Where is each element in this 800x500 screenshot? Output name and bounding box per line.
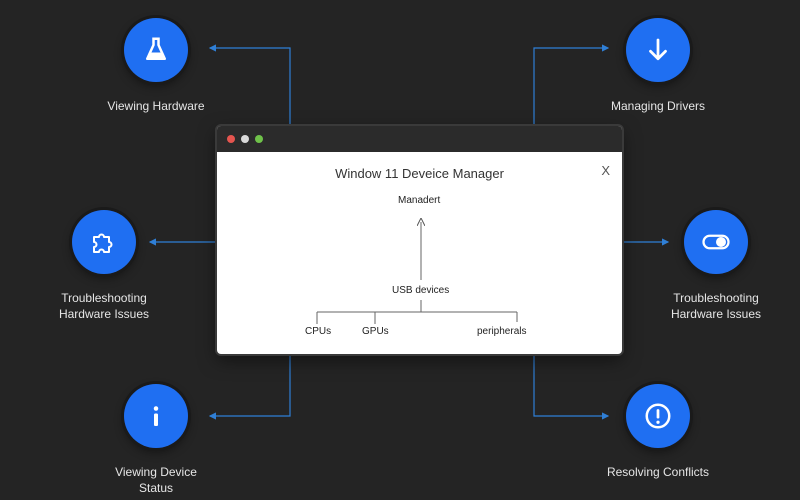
- info-icon: [153, 406, 159, 426]
- node-circle: [626, 384, 690, 448]
- node-circle: [684, 210, 748, 274]
- close-icon[interactable]: X: [601, 163, 610, 178]
- tree-lines: [316, 126, 518, 324]
- node-circle: [124, 18, 188, 82]
- maximize-dot[interactable]: [255, 135, 263, 143]
- window-title: Window 11 Deveice Manager: [335, 166, 504, 181]
- tree-middle-label: USB devices: [392, 285, 450, 296]
- download-arrow-icon: [649, 38, 667, 61]
- puzzle-icon: [93, 233, 113, 253]
- node-troubleshooting-right[interactable]: Troubleshooting Hardware Issues: [636, 210, 796, 322]
- tree-leaf-gpus: GPUs: [362, 326, 389, 337]
- tree-root-label: Manadert: [398, 195, 441, 206]
- connector-viewing-hardware: [208, 44, 291, 126]
- connector-viewing-status: [208, 354, 291, 420]
- minimize-dot[interactable]: [241, 135, 249, 143]
- node-label: Resolving Conflicts: [606, 465, 710, 479]
- node-circle: [72, 210, 136, 274]
- node-viewing-device-status[interactable]: Viewing Device Status: [76, 384, 236, 496]
- node-circle: [124, 384, 188, 448]
- node-managing-drivers[interactable]: Managing Drivers: [578, 18, 738, 114]
- node-label: Viewing Hardware: [107, 99, 205, 113]
- window-titlebar: [217, 126, 622, 152]
- node-resolving-conflicts[interactable]: Resolving Conflicts: [578, 384, 738, 480]
- alert-icon: [645, 403, 671, 429]
- device-manager-window: Window 11 Deveice Manager X Manadert USB…: [217, 126, 622, 354]
- toggle-icon: [702, 234, 730, 250]
- node-label: Troubleshooting Hardware Issues: [58, 291, 150, 321]
- node-viewing-hardware[interactable]: Viewing Hardware: [76, 18, 236, 114]
- tree-leaf-cpus: CPUs: [305, 326, 332, 337]
- close-dot[interactable]: [227, 135, 235, 143]
- flask-icon: [146, 37, 166, 60]
- tree-leaf-peripherals: peripherals: [477, 326, 527, 337]
- node-troubleshooting-left[interactable]: Troubleshooting Hardware Issues: [24, 210, 184, 322]
- node-circle: [626, 18, 690, 82]
- node-label: Troubleshooting Hardware Issues: [670, 291, 762, 321]
- connector-managing-drivers: [533, 44, 610, 126]
- node-label: Viewing Device Status: [115, 465, 197, 495]
- node-label: Managing Drivers: [610, 99, 706, 113]
- connector-resolving-conflicts: [533, 354, 610, 420]
